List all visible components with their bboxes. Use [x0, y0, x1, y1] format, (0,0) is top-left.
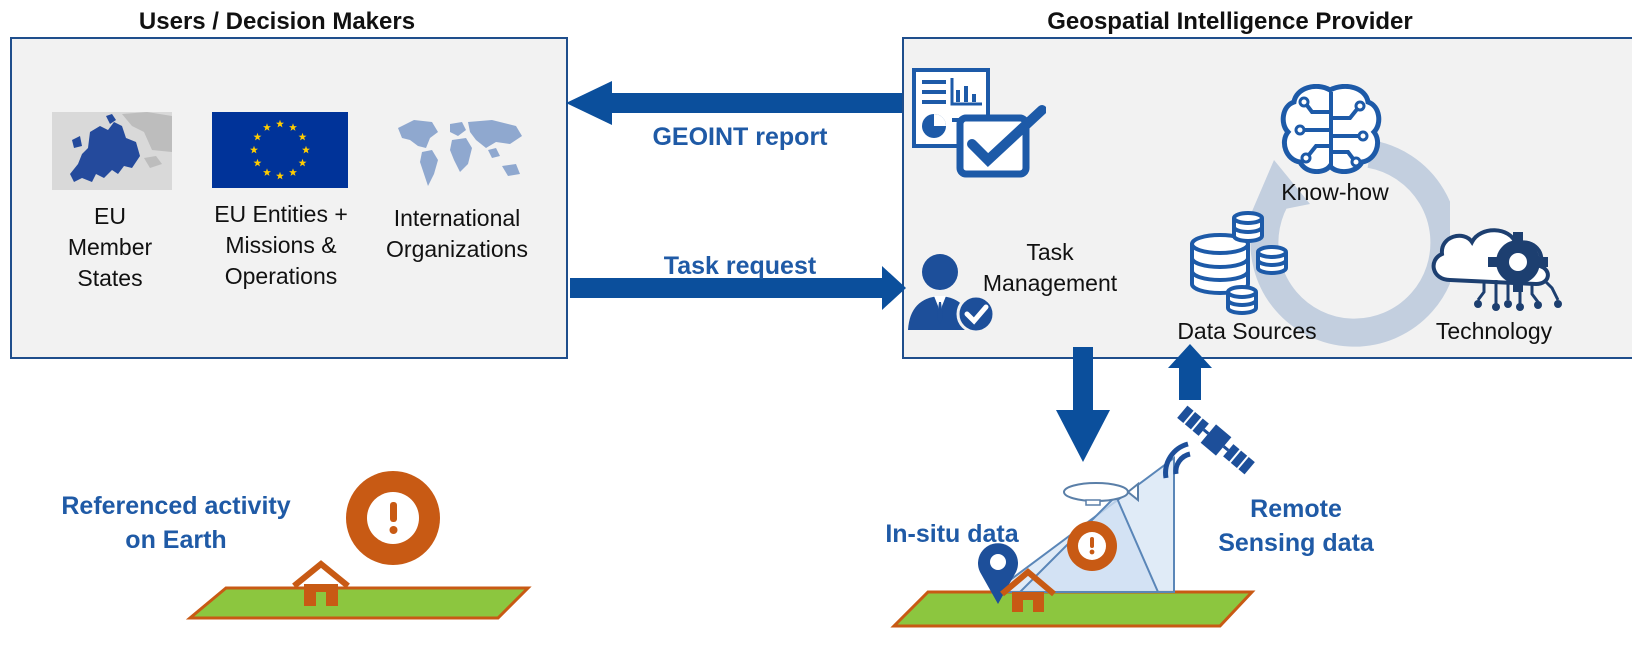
eu-member-states-line-1: EU	[94, 203, 126, 229]
alert-ring-icon	[346, 471, 440, 565]
know-how-label: Know-how	[1281, 179, 1389, 205]
eu-flag-star-icon	[263, 168, 271, 176]
international-organizations-line-1: International	[393, 205, 521, 231]
technology-cloud-gear-icon	[1431, 228, 1562, 311]
task-management-label: Task Management	[970, 237, 1130, 299]
airship-icon	[1063, 481, 1139, 506]
eu-member-states-label: EU Member States	[50, 201, 170, 294]
task-management-line-2: Management	[982, 270, 1118, 296]
eu-flag-star-icon	[276, 171, 284, 180]
eu-member-states-line-2: Member	[67, 234, 153, 260]
database-icon	[1190, 211, 1288, 315]
sensing-house-icon	[1000, 568, 1056, 612]
data-up-arrow	[1168, 344, 1212, 400]
eu-entities-line-2: Missions &	[225, 232, 337, 258]
eu-entities-label: EU Entities + Missions & Operations	[196, 199, 366, 292]
provider-panel-title: Geospatial Intelligence Provider	[1047, 8, 1413, 35]
eu-flag-star-icon	[250, 145, 258, 154]
international-organizations-label: International Organizations	[374, 203, 540, 265]
eu-flag-star-icon	[289, 123, 297, 131]
technology-label: Technology	[1435, 318, 1553, 344]
brain-circuit-icon	[1280, 84, 1382, 174]
ground-plane	[186, 586, 532, 620]
remote-sensing-label: Remote Sensing data	[1200, 492, 1392, 560]
referenced-activity-line-2: on Earth	[125, 526, 227, 554]
eu-flag-star-icon	[289, 168, 297, 176]
house-icon	[292, 560, 350, 606]
remote-sensing-line-2: Sensing data	[1218, 529, 1374, 557]
eu-flag-star-icon	[298, 132, 307, 141]
referenced-activity-line-1: Referenced activity	[61, 492, 291, 520]
sensing-alert-ring-icon	[1067, 521, 1117, 571]
task-down-arrow	[1056, 347, 1110, 462]
report-checklist-icon	[912, 68, 1046, 178]
eu-flag-stars	[250, 119, 310, 180]
in-situ-label: In-situ data	[885, 520, 1019, 548]
signal-waves-icon	[1163, 441, 1191, 479]
remote-sensing-line-1: Remote	[1250, 495, 1342, 523]
task-request-arrow	[570, 266, 906, 310]
users-panel-title: Users / Decision Makers	[138, 8, 416, 35]
eu-entities-line-1: EU Entities +	[214, 201, 348, 227]
eu-entities-line-3: Operations	[224, 263, 338, 289]
international-organizations-line-2: Organizations	[386, 236, 528, 262]
data-sources-label: Data Sources	[1177, 318, 1317, 344]
task-manager-person-icon	[908, 254, 996, 334]
task-management-line-1: Task	[1026, 239, 1074, 265]
sensing-scene	[890, 405, 1256, 628]
eu-flag-star-icon	[263, 123, 271, 131]
eu-flag-star-icon	[276, 119, 284, 128]
eu-member-states-map-icon	[52, 112, 172, 190]
eu-flag-star-icon	[302, 145, 310, 154]
world-map-icon	[398, 120, 522, 186]
eu-flag-star-icon	[298, 158, 307, 167]
referenced-activity-label: Referenced activity on Earth	[38, 489, 314, 557]
users-panel	[10, 37, 568, 359]
eu-flag-star-icon	[253, 158, 262, 167]
eu-member-states-line-3: States	[77, 265, 143, 291]
location-pin-icon	[978, 543, 1018, 604]
eu-flag-star-icon	[253, 132, 262, 141]
satellite-icon	[1177, 405, 1255, 475]
task-request-label: Task request	[663, 252, 817, 280]
sensing-ground-plane	[890, 590, 1256, 628]
geoint-report-arrow	[566, 81, 902, 125]
geoint-report-label: GEOINT report	[652, 123, 828, 151]
